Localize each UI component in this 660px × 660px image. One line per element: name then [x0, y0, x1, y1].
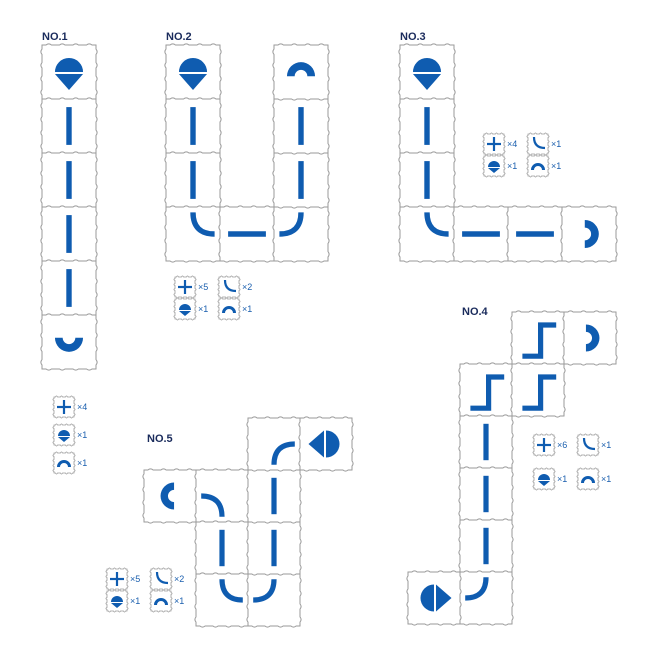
drop-piece-icon	[482, 154, 506, 178]
curve-piece-icon	[149, 567, 173, 591]
curve-piece-icon	[217, 275, 241, 299]
path-piece-curve	[279, 212, 304, 237]
curve-piece-count: ×1	[601, 440, 612, 450]
drop-piece-count: ×1	[130, 596, 141, 606]
path-piece-end-cup	[286, 62, 316, 77]
cross-piece-count: ×6	[557, 440, 568, 450]
arc-piece-count: ×1	[242, 304, 253, 314]
puzzle-label-no1: NO.1	[42, 31, 68, 43]
path-piece-zig	[522, 322, 557, 359]
drop-piece-count: ×1	[198, 304, 209, 314]
piece-legend-no2: ×5 ×2 ×1 ×1	[173, 275, 274, 321]
curve-piece-count: ×1	[551, 139, 562, 149]
puzzle-board-no2	[164, 43, 330, 263]
path-piece-zig	[522, 374, 557, 411]
path-piece-curve	[424, 212, 449, 237]
path-piece-end-cup	[54, 337, 84, 352]
drop-piece-count: ×1	[77, 430, 88, 440]
arc-piece-icon	[526, 154, 550, 178]
drop-piece-count: ×1	[507, 161, 518, 171]
path-piece-start-arrow	[412, 57, 442, 91]
puzzle-label-no3: NO.3	[400, 31, 426, 43]
path-piece-curve	[190, 212, 215, 237]
arc-piece-icon	[52, 451, 76, 475]
curve-piece-count: ×2	[242, 282, 253, 292]
curve-piece-icon	[526, 132, 550, 156]
cross-piece-icon	[482, 132, 506, 156]
path-piece-curve	[201, 493, 225, 517]
arc-piece-count: ×1	[174, 596, 185, 606]
puzzle-label-no5: NO.5	[147, 433, 173, 445]
cross-piece-count: ×5	[130, 574, 141, 584]
puzzle-tile	[562, 310, 618, 366]
path-piece-curve	[253, 579, 277, 603]
cross-piece-icon	[173, 275, 197, 299]
puzzle-board-no5	[142, 416, 354, 628]
puzzle-tile	[560, 205, 618, 263]
drop-piece-icon	[532, 467, 556, 491]
path-piece-curve	[465, 577, 489, 601]
puzzle-label-no4: NO.4	[462, 306, 488, 318]
drop-piece-icon	[52, 423, 76, 447]
piece-legend-no4: ×6 ×1 ×1 ×1	[532, 433, 633, 491]
path-piece-end-cup	[160, 482, 175, 510]
arc-piece-count: ×1	[77, 458, 88, 468]
cross-piece-icon	[105, 567, 129, 591]
path-piece-start-arrow	[420, 584, 452, 612]
curve-piece-count: ×2	[174, 574, 185, 584]
puzzle-label-no2: NO.2	[166, 31, 192, 43]
arc-piece-count: ×1	[601, 474, 612, 484]
piece-legend-no3: ×4 ×1 ×1 ×1	[482, 132, 583, 178]
drop-piece-count: ×1	[557, 474, 568, 484]
path-piece-start-arrow	[54, 57, 84, 91]
path-piece-end-cup	[585, 324, 600, 352]
path-piece-start-arrow	[178, 57, 208, 91]
cross-piece-count: ×4	[507, 139, 518, 149]
puzzle-tile	[40, 313, 98, 371]
cross-piece-icon	[532, 433, 556, 457]
puzzle-board-no1	[40, 43, 98, 371]
drop-piece-icon	[105, 589, 129, 613]
path-piece-zig	[470, 374, 505, 411]
arc-piece-icon	[217, 297, 241, 321]
arc-piece-icon	[576, 467, 600, 491]
cross-piece-count: ×5	[198, 282, 209, 292]
path-piece-start-arrow	[308, 430, 340, 458]
path-piece-curve	[219, 579, 243, 603]
piece-legend-no1: ×4 ×1 ×1	[52, 395, 153, 475]
cross-piece-count: ×4	[77, 402, 88, 412]
puzzle-tile	[272, 43, 330, 101]
path-piece-end-cup	[584, 219, 599, 249]
arc-piece-icon	[149, 589, 173, 613]
drop-piece-icon	[173, 297, 197, 321]
curve-piece-icon	[576, 433, 600, 457]
puzzle-tile	[142, 468, 198, 524]
cross-piece-icon	[52, 395, 76, 419]
piece-legend-no5: ×5 ×2 ×1 ×1	[105, 567, 206, 613]
puzzle-board-no3	[398, 43, 618, 263]
path-piece-curve	[271, 441, 295, 465]
puzzle-board-no4	[406, 310, 618, 626]
arc-piece-count: ×1	[551, 161, 562, 171]
